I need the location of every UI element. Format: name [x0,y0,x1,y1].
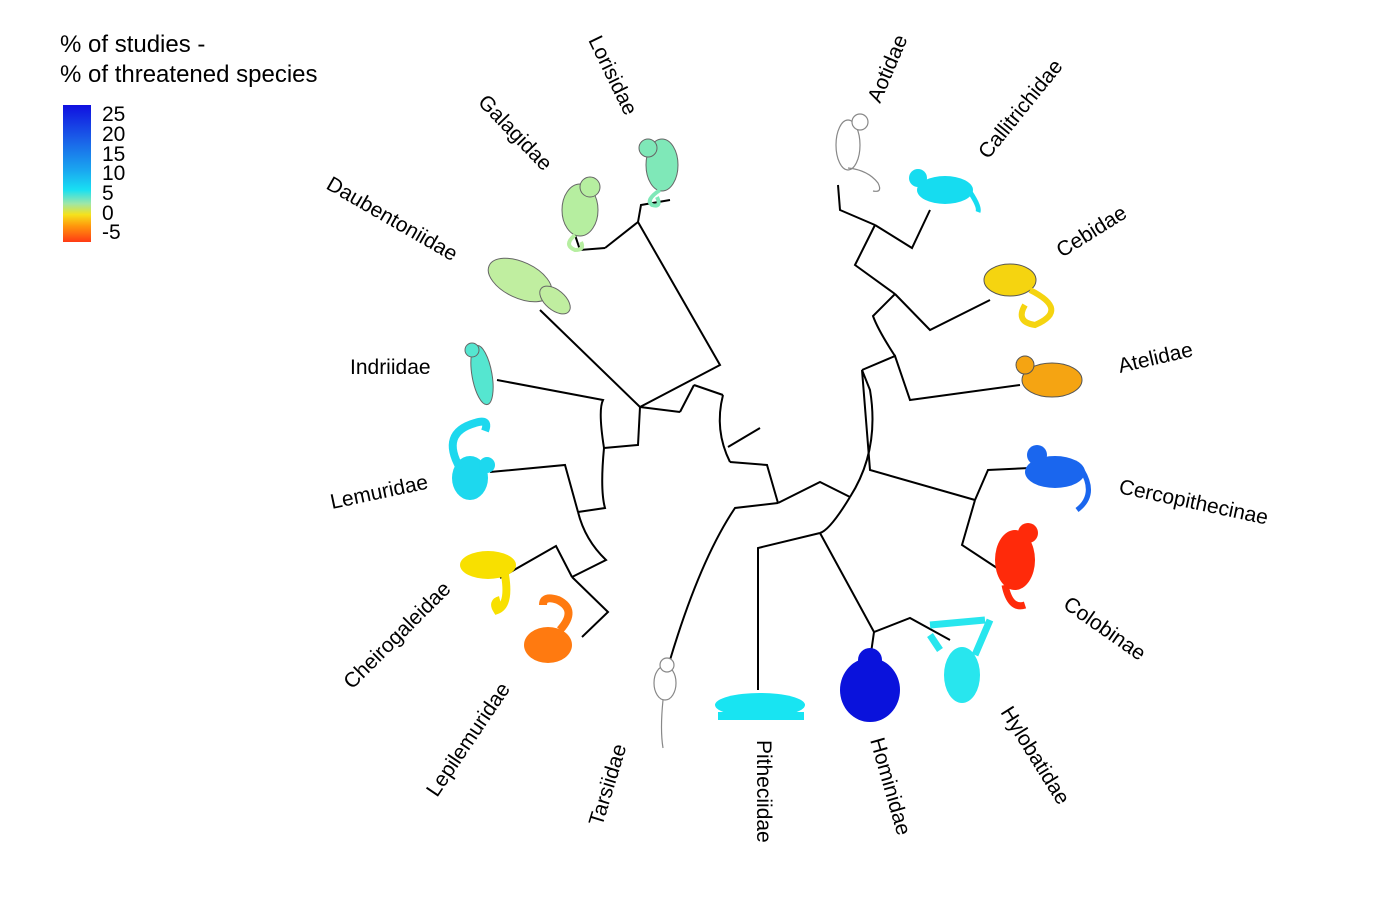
label-lepilemuridae: Lepilemuridae [422,679,515,801]
scale-tick-5: 5 [102,182,114,205]
taxon-labels: Lorisidae Galagidae Daubentoniidae Indri… [323,31,1271,842]
legend-title: % of studies - % of threatened species [60,30,318,90]
legend-title-line-1: % of studies - [60,31,206,58]
scale-tick-25: 25 [102,103,126,126]
atelidae-silhouette [1015,355,1083,398]
scale-tick-10: 10 [102,162,126,185]
scale-tick-0: 0 [102,202,114,225]
label-cebidae: Cebidae [1052,201,1131,262]
label-cercopithecinae: Cercopithecinae [1117,475,1270,529]
tarsiidae-silhouette [653,657,677,749]
colobinae-silhouette [995,523,1038,610]
galagidae-silhouette [561,176,601,253]
color-scale-bar [63,105,91,242]
callitrichidae-silhouette [909,169,981,213]
hylobatidae-silhouette [927,616,994,703]
label-hominidae: Hominidae [865,735,915,838]
label-pitheciidae: Pitheciidae [752,740,775,843]
label-daubentoniidae: Daubentoniidae [323,172,462,265]
tree-branches [489,184,1031,690]
hominidae-silhouette [840,648,900,722]
scale-tick-15: 15 [102,143,126,166]
scale-tick-minus-5: -5 [102,221,121,244]
cercopithecinae-silhouette [1025,445,1091,512]
lepilemuridae-silhouette [524,594,573,663]
label-hylobatidae: Hylobatidae [996,702,1074,808]
daubentoniidae-silhouette [487,257,571,315]
label-atelidae: Atelidae [1116,338,1195,377]
cheirogaleidae-silhouette [460,551,516,615]
label-cheirogaleidae: Cheirogaleidae [339,577,455,693]
label-callitrichidae: Callitrichidae [974,55,1068,163]
label-colobinae: Colobinae [1059,592,1150,665]
indriidae-silhouette [464,342,494,406]
label-lemuridae: Lemuridae [328,471,430,514]
aotidae-silhouette [835,113,881,192]
cebidae-silhouette [983,263,1055,329]
label-indriidae: Indriidae [350,356,431,379]
silhouettes [448,113,1091,749]
lemuridae-silhouette [448,417,495,500]
label-tarsiidae: Tarsiidae [585,741,632,828]
label-aotidae: Aotidae [863,31,912,106]
scale-tick-20: 20 [102,123,126,146]
label-lorisidae: Lorisidae [584,32,642,119]
lorisidae-silhouette [638,138,679,208]
legend-title-line-2: % of threatened species [60,61,318,88]
pitheciidae-silhouette [715,693,805,720]
label-galagidae: Galagidae [473,90,556,175]
